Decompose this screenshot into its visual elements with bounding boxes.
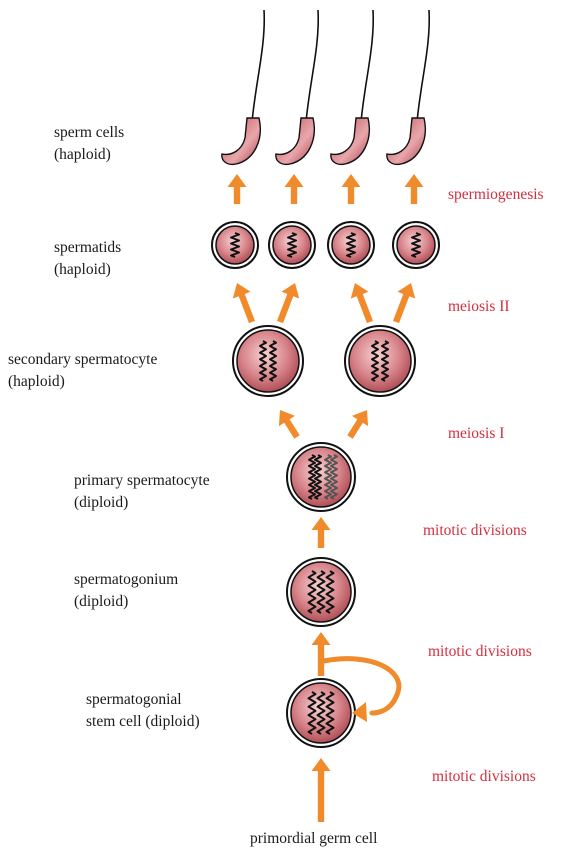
process-mitotic-divisions-2: mitotic divisions: [428, 643, 532, 661]
label-spermatids-line1: spermatids: [54, 237, 121, 259]
cell-spermatogonial-stem-cell: [287, 679, 355, 747]
arrow-meiosis-ii-3: [351, 283, 373, 323]
cell-secondary-spermatocyte-2: [345, 326, 415, 396]
sperm-tail-2: [306, 10, 318, 122]
sperm-tail-3: [361, 10, 373, 122]
label-secondary-spermatocyte-line2: (haploid): [8, 371, 157, 393]
arrow-meiosis-ii-4: [393, 283, 415, 323]
process-spermiogenesis: spermiogenesis: [448, 186, 544, 204]
label-primary-spermatocyte-line1: primary spermatocyte: [74, 470, 210, 492]
process-mitotic-divisions-1: mitotic divisions: [423, 522, 527, 540]
sperm-head-3: [331, 118, 369, 164]
cell-spermatid-3: [328, 222, 374, 268]
process-meiosis-i: meiosis I: [448, 425, 504, 443]
label-spermatogonial-stem-cell: spermatogonial stem cell (diploid): [86, 689, 200, 733]
arrow-meiosis-ii-1: [233, 283, 255, 323]
label-spermatogonium-line2: (diploid): [74, 591, 178, 613]
cell-spermatid-2: [269, 222, 315, 268]
cell-primary-spermatocyte: [287, 443, 355, 511]
process-mitotic-divisions-3: mitotic divisions: [432, 768, 536, 786]
label-sperm-cells-line2: (haploid): [54, 144, 124, 166]
sperm-tail-1: [252, 10, 264, 122]
label-spermatogonial-stem-cell-line1: spermatogonial: [86, 689, 200, 711]
cell-spermatid-4: [393, 222, 439, 268]
label-spermatids-line2: (haploid): [54, 259, 121, 281]
label-secondary-spermatocyte: secondary spermatocyte (haploid): [8, 349, 157, 393]
arrow-spermiogenesis-4: [405, 174, 424, 204]
arrow-mitotic-divisions-1: [312, 517, 331, 548]
label-spermatogonial-stem-cell-line2: stem cell (diploid): [86, 711, 200, 733]
label-primary-spermatocyte: primary spermatocyte (diploid): [74, 470, 210, 514]
sperm-tail-4: [417, 10, 429, 122]
arrow-mitotic-divisions-2: [312, 632, 331, 676]
sperm-head-2: [276, 118, 314, 164]
label-primordial-germ-cell: primordial germ cell: [250, 828, 377, 850]
arrow-spermiogenesis-2: [285, 174, 304, 204]
arrow-mitotic-divisions-3: [312, 758, 331, 822]
sperm-head-1: [222, 118, 260, 164]
label-spermatogonium: spermatogonium (diploid): [74, 569, 178, 613]
arrow-spermiogenesis-3: [342, 174, 361, 204]
label-spermatogonium-line1: spermatogonium: [74, 569, 178, 591]
arrow-spermiogenesis-1: [228, 174, 247, 204]
sperm-head-4: [387, 118, 425, 164]
cell-spermatogonium: [287, 558, 355, 626]
label-sperm-cells: sperm cells (haploid): [54, 122, 124, 166]
label-spermatids: spermatids (haploid): [54, 237, 121, 281]
label-primary-spermatocyte-line2: (diploid): [74, 492, 210, 514]
arrow-meiosis-i-1: [279, 410, 300, 439]
arrow-meiosis-i-2: [347, 410, 368, 439]
arrow-meiosis-ii-2: [277, 283, 299, 323]
label-primordial-germ-cell-line1: primordial germ cell: [250, 828, 377, 850]
cell-secondary-spermatocyte-1: [233, 326, 303, 396]
label-sperm-cells-line1: sperm cells: [54, 122, 124, 144]
cell-spermatid-1: [212, 222, 258, 268]
process-meiosis-ii: meiosis II: [448, 298, 510, 316]
label-secondary-spermatocyte-line1: secondary spermatocyte: [8, 349, 157, 371]
